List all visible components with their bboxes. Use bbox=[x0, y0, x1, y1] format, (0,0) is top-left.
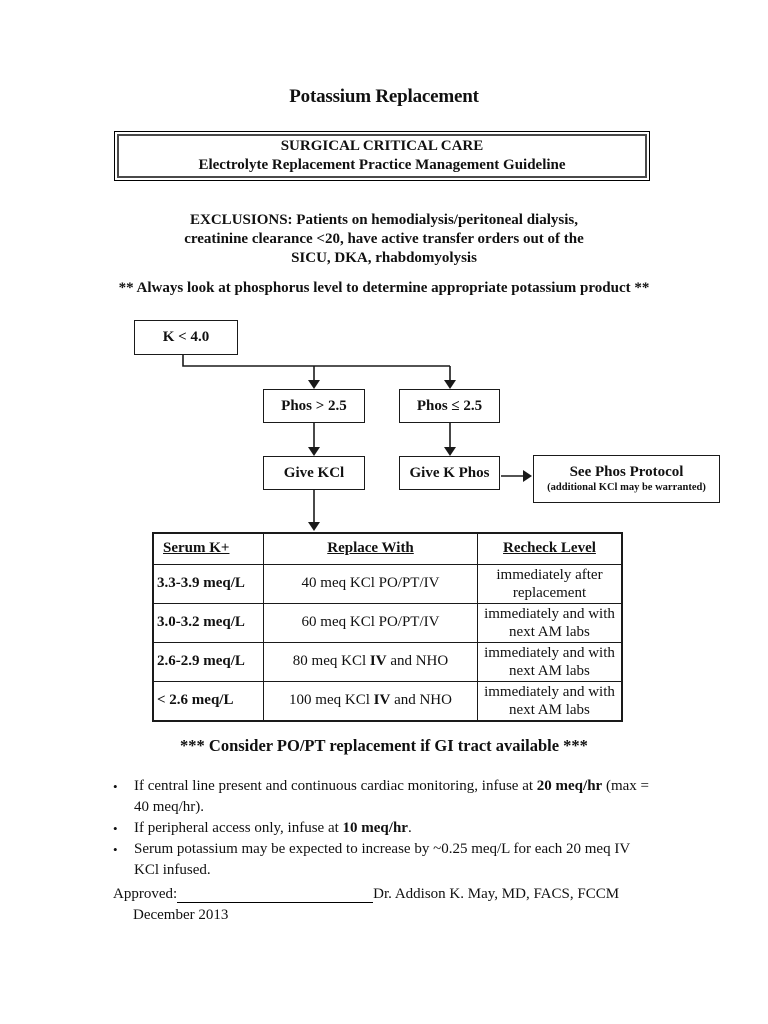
replacement-table: Serum K+ Replace With Recheck Level 3.3-… bbox=[152, 532, 623, 722]
col-header-recheck-level: Recheck Level bbox=[476, 532, 623, 565]
recheck-level-cell: immediately after replacement bbox=[476, 563, 623, 604]
serum-k-cell: < 2.6 meq/L bbox=[152, 680, 265, 721]
col-header-replace-with: Replace With bbox=[263, 532, 478, 565]
phosphorus-note: ** Always look at phosphorus level to de… bbox=[118, 280, 650, 296]
phos-high-box: Phos > 2.5 bbox=[263, 389, 365, 423]
replace-with-cell: 80 meq KCl IV and NHO bbox=[263, 641, 478, 682]
serum-k-cell: 3.3-3.9 meq/L bbox=[152, 563, 265, 604]
give-kphos-box: Give K Phos bbox=[399, 456, 500, 490]
page-title: Potassium Replacement bbox=[289, 86, 479, 107]
note-text: Serum potassium may be expected to incre… bbox=[134, 841, 630, 878]
list-item: • If central line present and continuous … bbox=[113, 776, 661, 818]
approval-line: Approved: Dr. Addison K. May, MD, FACS, F… bbox=[113, 886, 619, 903]
list-item: • If peripheral access only, infuse at 10… bbox=[113, 818, 661, 839]
phos-protocol-subtitle: (additional KCl may be warranted) bbox=[547, 482, 706, 493]
table-header-row: Serum K+ Replace With Recheck Level bbox=[152, 532, 623, 565]
approver-name: Dr. Addison K. May, MD, FACS, FCCM bbox=[373, 886, 620, 902]
exclusions-line: EXCLUSIONS: Patients on hemodialysis/per… bbox=[190, 212, 578, 228]
recheck-level-cell: immediately and with next AM labs bbox=[476, 641, 623, 682]
give-kcl-box: Give KCl bbox=[263, 456, 365, 490]
guideline-header-line1: SURGICAL CRITICAL CARE bbox=[280, 138, 484, 154]
replace-with-cell: 60 meq KCl PO/PT/IV bbox=[263, 602, 478, 643]
list-item: • Serum potassium may be expected to incr… bbox=[113, 839, 661, 881]
phos-protocol-box: See Phos Protocol (additional KCl may be… bbox=[533, 455, 720, 503]
notes-list: • If central line present and continuous … bbox=[113, 776, 661, 881]
recheck-level-cell: immediately and with next AM labs bbox=[476, 680, 623, 721]
guideline-header-line2: Electrolyte Replacement Practice Managem… bbox=[198, 157, 566, 173]
bullet-marker: • bbox=[113, 821, 118, 836]
exclusions-paragraph: EXCLUSIONS: Patients on hemodialysis/per… bbox=[0, 211, 768, 268]
replace-with-cell: 40 meq KCl PO/PT/IV bbox=[263, 563, 478, 604]
col-header-serum-k: Serum K+ bbox=[152, 532, 265, 565]
bullet-marker: • bbox=[113, 779, 118, 794]
phos-protocol-title: See Phos Protocol bbox=[569, 464, 684, 480]
k-level-box: K < 4.0 bbox=[134, 320, 238, 355]
exclusions-line: SICU, DKA, rhabdomyolysis bbox=[291, 250, 477, 266]
replace-with-cell: 100 meq KCl IV and NHO bbox=[263, 680, 478, 721]
recheck-level-cell: immediately and with next AM labs bbox=[476, 602, 623, 643]
approved-label: Approved: bbox=[113, 886, 178, 902]
signature-line bbox=[177, 886, 374, 903]
consider-note: *** Consider PO/PT replacement if GI tra… bbox=[180, 736, 588, 755]
serum-k-cell: 2.6-2.9 meq/L bbox=[152, 641, 265, 682]
serum-k-cell: 3.0-3.2 meq/L bbox=[152, 602, 265, 643]
guideline-header-box-inner: SURGICAL CRITICAL CARE Electrolyte Repla… bbox=[117, 134, 647, 178]
guideline-header-box: SURGICAL CRITICAL CARE Electrolyte Repla… bbox=[114, 131, 650, 181]
note-text: If peripheral access only, infuse at 10 … bbox=[134, 820, 412, 836]
exclusions-line: creatinine clearance <20, have active tr… bbox=[184, 231, 584, 247]
phos-low-box: Phos ≤ 2.5 bbox=[399, 389, 500, 423]
approval-date: December 2013 bbox=[133, 907, 229, 923]
note-text: If central line present and continuous c… bbox=[134, 778, 649, 815]
bullet-marker: • bbox=[113, 842, 118, 857]
